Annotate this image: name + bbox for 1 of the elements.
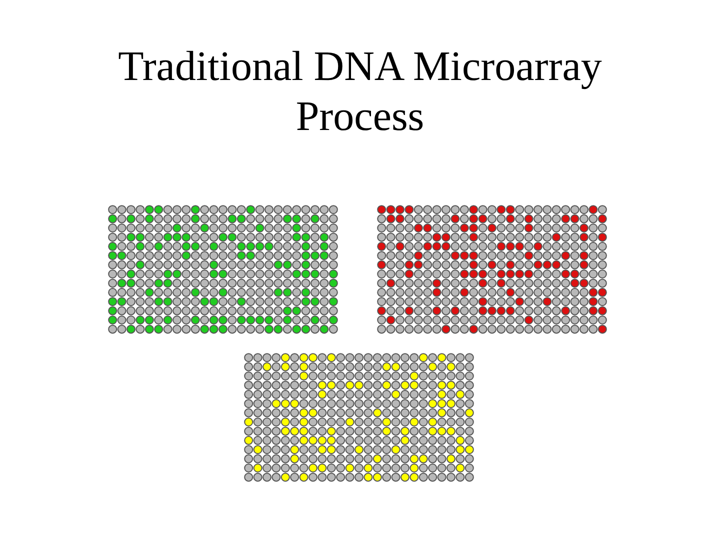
slide-title: Traditional DNA Microarray Process bbox=[117, 43, 603, 142]
